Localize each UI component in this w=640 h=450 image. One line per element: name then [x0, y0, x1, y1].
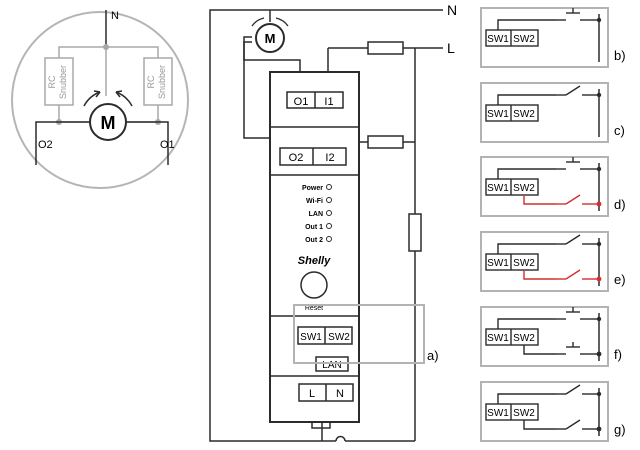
variant-sw2-label: SW2: [513, 333, 535, 344]
variant-sw1-label: SW1: [487, 258, 509, 269]
reset-button[interactable]: [300, 271, 328, 299]
inset-neutral-label: N: [111, 10, 119, 22]
variant-sw1-label: SW1: [487, 333, 509, 344]
variant-sw1-label: SW1: [487, 34, 509, 45]
brand-logo: Shelly: [298, 255, 331, 267]
inset-o1-label: O1: [160, 139, 175, 151]
rc-snubber-right: RC Snubber: [143, 57, 173, 106]
variant-sw2-label: SW2: [513, 34, 535, 45]
variant-panel-g: SW1 SW2 g): [480, 381, 626, 442]
terminal-i1-label: I1: [324, 96, 333, 108]
led-out2-label: Out 2: [305, 237, 323, 244]
inset-motor-label: M: [101, 113, 116, 133]
variant-panel-b: SW1 SW2 b): [480, 7, 626, 68]
shelly-device: O1 I1 O2 I2 Power Wi-Fi LAN Out 1 Out 2 …: [269, 71, 360, 423]
main-motor: M: [251, 17, 289, 53]
variant-sw2-label: SW2: [513, 408, 535, 419]
led-power-label: Power: [302, 185, 323, 192]
fuse-i2: [367, 135, 404, 149]
terminal-o2-i2: O2 I2: [279, 147, 347, 166]
variant-terminal-block: [485, 403, 539, 421]
terminal-l-label: L: [309, 388, 315, 400]
live-line-label: L: [447, 40, 455, 56]
variant-panel-c: SW1 SW2 c): [480, 82, 625, 143]
led-lan-icon: [326, 210, 332, 216]
status-leds: Power Wi-Fi LAN Out 1 Out 2: [302, 184, 332, 244]
variant-letter: c): [614, 123, 625, 138]
variant-panel-d: SW1 SW2 d): [480, 156, 626, 217]
variant-letter: f): [614, 347, 622, 362]
fuse-l-top: [367, 41, 404, 55]
variant-terminal-block: [485, 104, 539, 122]
rc-snubber-right-line2: Snubber: [157, 65, 167, 99]
variant-terminal-block: [485, 328, 539, 346]
led-wifi-icon: [326, 197, 332, 203]
terminal-o2-label: O2: [289, 152, 304, 164]
variant-letter: g): [614, 422, 626, 437]
neutral-line-label: N: [447, 2, 457, 18]
terminal-l-n: L N: [298, 383, 354, 402]
inset-motor-detail: N RC Snubber RC Snubber: [11, 10, 189, 189]
variant-terminal-block: [485, 29, 539, 47]
led-lan-label: LAN: [309, 211, 323, 218]
variant-sw1-label: SW1: [487, 408, 509, 419]
variant-sw2-label: SW2: [513, 109, 535, 120]
callout-a-label: a): [427, 348, 439, 363]
variant-panel-f: SW1 SW2 f): [480, 306, 622, 367]
variant-letter: b): [614, 48, 626, 63]
terminal-i2-label: I2: [325, 152, 334, 164]
variant-terminal-block: [485, 178, 539, 196]
led-wifi-label: Wi-Fi: [306, 198, 323, 205]
led-power-icon: [326, 184, 332, 190]
rc-snubber-right-line1: RC: [146, 75, 156, 88]
inset-o2-label: O2: [38, 139, 53, 151]
lan-port-label: LAN: [322, 360, 341, 371]
rc-snubber-left-line2: Snubber: [58, 65, 68, 99]
led-out2-icon: [326, 236, 332, 242]
variant-sw1-label: SW1: [487, 183, 509, 194]
inset-motor: M: [83, 90, 133, 141]
terminal-o1-i1: O1 I1: [286, 91, 344, 109]
fuse-vertical: [408, 213, 422, 252]
variant-sw2-label: SW2: [513, 183, 535, 194]
callout-a: a): [293, 304, 439, 364]
terminal-sw1-label: SW1: [300, 332, 322, 343]
led-out1-label: Out 1: [305, 224, 323, 231]
main-motor-label: M: [265, 31, 276, 46]
terminal-n-label: N: [336, 388, 344, 400]
led-out1-icon: [326, 223, 332, 229]
terminal-sw2-label: SW2: [328, 332, 350, 343]
variant-letter: e): [614, 272, 626, 287]
rc-snubber-left: RC Snubber: [44, 57, 74, 106]
variant-panel-e: SW1 SW2 e): [480, 231, 626, 292]
variant-letter: d): [614, 197, 626, 212]
reset-label: Reset: [305, 305, 323, 312]
rc-snubber-left-line1: RC: [47, 75, 57, 88]
variant-sw1-label: SW1: [487, 109, 509, 120]
variant-sw2-label: SW2: [513, 258, 535, 269]
terminal-sw1-sw2: SW1 SW2: [297, 326, 353, 345]
variant-terminal-block: [485, 253, 539, 271]
terminal-o1-label: O1: [294, 96, 309, 108]
